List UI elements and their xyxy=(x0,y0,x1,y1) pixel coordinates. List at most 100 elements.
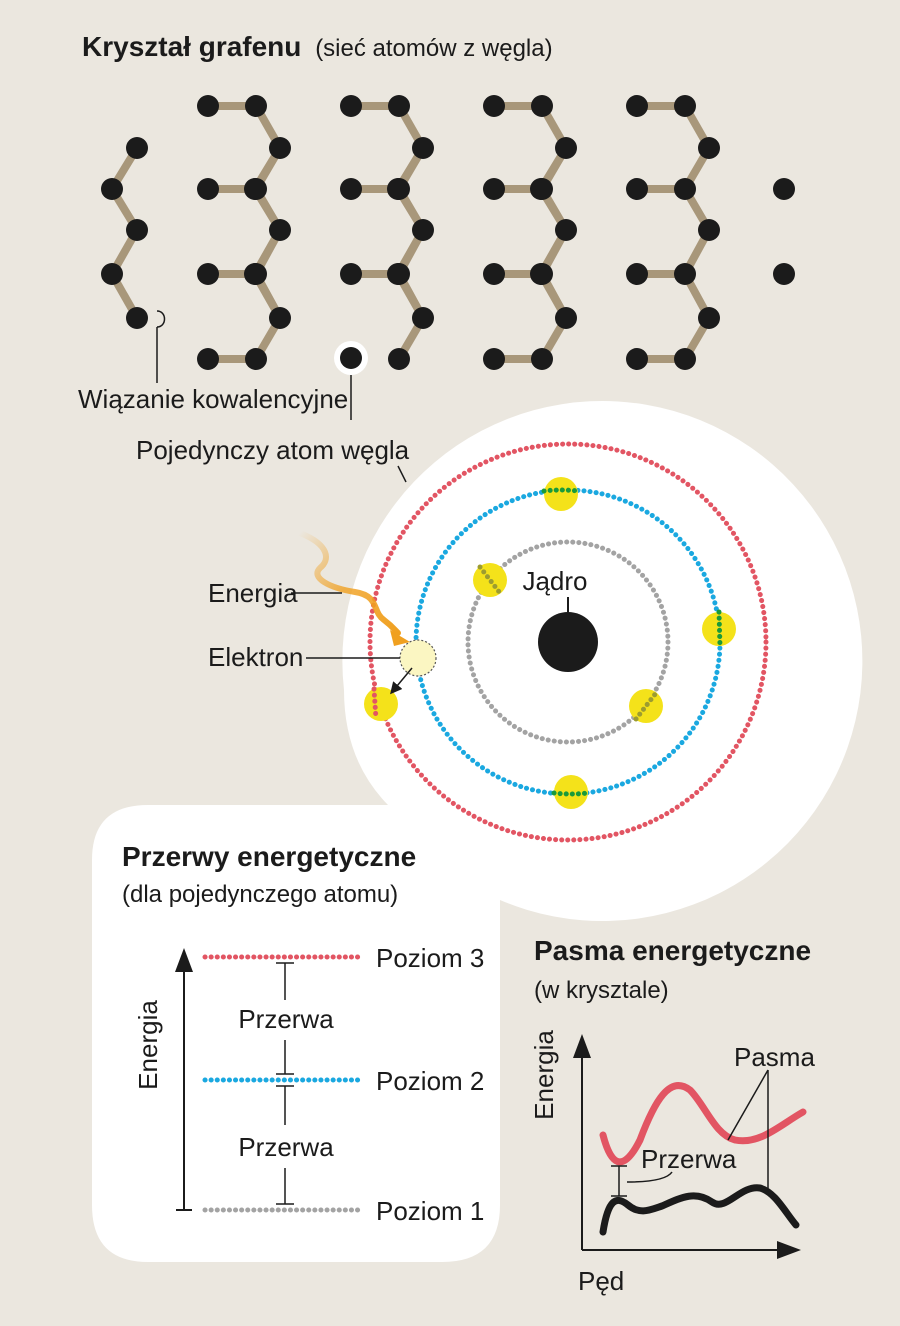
carbon-atom xyxy=(674,95,696,117)
carbon-atom xyxy=(698,307,720,329)
atom-label: Pojedynczy atom węgla xyxy=(136,435,410,465)
carbon-atom xyxy=(626,95,648,117)
carbon-atom xyxy=(244,178,266,200)
carbon-atom xyxy=(530,263,552,285)
carbon-atom xyxy=(387,263,409,285)
overlay-segment xyxy=(551,790,591,797)
gaps-subtitle: (dla pojedynczego atomu) xyxy=(122,881,398,908)
carbon-atom xyxy=(412,307,434,329)
energy-wave xyxy=(297,530,401,636)
carbon-atom xyxy=(269,219,291,241)
crystal-title-bold: Kryształ grafenu xyxy=(82,31,301,62)
electron xyxy=(544,477,578,511)
carbon-atom xyxy=(483,263,505,285)
carbon-atom xyxy=(483,178,505,200)
bands-leaders xyxy=(727,1069,769,1192)
gaps-axis-arrow xyxy=(175,948,193,972)
orbit-overlay xyxy=(371,487,723,797)
gaps-axis-label: Energia xyxy=(133,1000,163,1090)
lower-band-curve xyxy=(599,1184,800,1236)
overlay-segment xyxy=(477,564,503,596)
bands-gap-label: Przerwa xyxy=(641,1144,737,1174)
carbon-atom xyxy=(555,307,577,329)
bands-subtitle: (w krysztale) xyxy=(534,977,669,1004)
bands-gap-leader xyxy=(626,1171,673,1183)
carbon-atom xyxy=(698,219,720,241)
gaps-title: Przerwy energetyczne xyxy=(122,841,416,872)
bond-label: Wiązanie kowalencyjne xyxy=(78,384,348,414)
carbon-atom xyxy=(531,95,553,117)
level-2-label: Poziom 2 xyxy=(376,1066,484,1096)
carbon-atom xyxy=(126,137,148,159)
carbon-atom xyxy=(269,137,291,159)
bond-callout-loop xyxy=(156,310,166,328)
carbon-atom xyxy=(101,178,123,200)
carbon-atom xyxy=(245,95,267,117)
carbon-atom xyxy=(269,307,291,329)
carbon-atom xyxy=(197,263,219,285)
bands-title: Pasma energetyczne xyxy=(534,935,811,966)
carbon-atom xyxy=(387,178,409,200)
orbit-level-1 xyxy=(465,539,671,745)
crystal-title: Kryształ grafenu (sieć atomów z węgla) xyxy=(82,31,553,62)
overlay-segment xyxy=(371,686,379,722)
carbon-atom xyxy=(388,95,410,117)
carbon-atom xyxy=(773,263,795,285)
gap-label-lower: Przerwa xyxy=(238,1132,334,1162)
atom-panel xyxy=(92,401,863,1262)
atom-panel-leader xyxy=(397,465,407,483)
carbon-atom xyxy=(197,95,219,117)
gap-brackets xyxy=(276,962,294,1205)
electron-excited xyxy=(364,687,398,721)
carbon-atom xyxy=(340,178,362,200)
electron-jump-arrow xyxy=(390,667,413,695)
bands-x-label: Pęd xyxy=(578,1266,624,1296)
graphene-lattice xyxy=(101,95,795,370)
carbon-atom xyxy=(197,348,219,370)
carbon-atom xyxy=(245,348,267,370)
carbon-atom xyxy=(555,137,577,159)
carbon-atom xyxy=(126,219,148,241)
carbon-atom xyxy=(626,348,648,370)
electron-label: Elektron xyxy=(208,642,303,672)
energy-arrowhead xyxy=(390,630,410,646)
carbon-atom xyxy=(197,178,219,200)
overlay-segment xyxy=(541,487,581,494)
level-1-label: Poziom 1 xyxy=(376,1196,484,1226)
carbon-atom xyxy=(340,95,362,117)
overlay-segment xyxy=(633,690,659,722)
nucleus xyxy=(538,612,598,672)
carbon-atom xyxy=(773,178,795,200)
upper-band-curve xyxy=(599,1082,807,1166)
carbon-atom xyxy=(126,307,148,329)
carbon-atom xyxy=(530,178,552,200)
level-3-label: Poziom 3 xyxy=(376,943,484,973)
carbon-atom xyxy=(674,348,696,370)
carbon-atom xyxy=(483,95,505,117)
carbon-atom xyxy=(531,348,553,370)
carbon-atom xyxy=(244,263,266,285)
carbon-atom xyxy=(412,219,434,241)
gap-label-upper: Przerwa xyxy=(238,1004,334,1034)
carbon-atom xyxy=(698,137,720,159)
carbon-atom xyxy=(674,178,696,200)
orbit-level-3 xyxy=(367,441,769,843)
nucleus-label: Jądro xyxy=(522,566,587,596)
carbon-atom xyxy=(626,178,648,200)
carbon-atom xyxy=(483,348,505,370)
bands-gap-bracket xyxy=(611,1165,673,1197)
crystal-title-note: (sieć atomów z węgla) xyxy=(315,35,552,62)
carbon-atom xyxy=(555,219,577,241)
energy-label: Energia xyxy=(208,578,298,608)
bands-y-arrow xyxy=(573,1034,591,1058)
bands-label: Pasma xyxy=(734,1042,815,1072)
bands-y-label: Energia xyxy=(529,1030,559,1120)
carbon-atom xyxy=(412,137,434,159)
carbon-atom xyxy=(388,348,410,370)
highlighted-atom xyxy=(340,347,362,369)
carbon-atom xyxy=(340,263,362,285)
overlay-segment xyxy=(716,609,723,649)
carbon-atom xyxy=(101,263,123,285)
carbon-atom xyxy=(626,263,648,285)
